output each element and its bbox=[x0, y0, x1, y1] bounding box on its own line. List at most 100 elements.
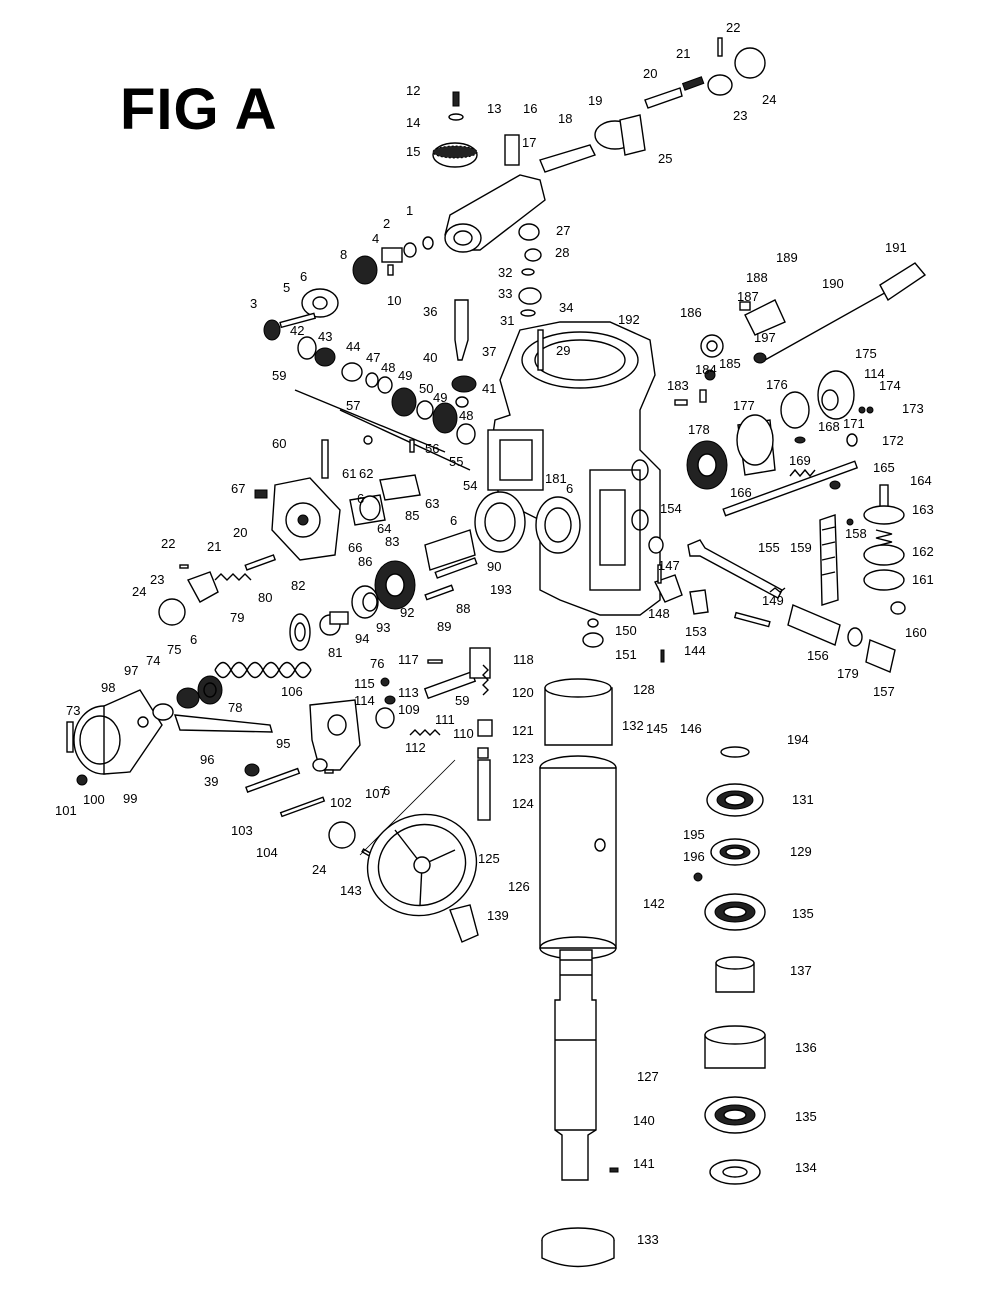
callout-c73: 73 bbox=[66, 703, 80, 718]
callout-c135a: 135 bbox=[792, 906, 814, 921]
depth-stop-parts bbox=[819, 484, 906, 615]
callout-c31: 31 bbox=[500, 313, 514, 328]
clock-spring-assembly bbox=[214, 611, 349, 679]
callout-c147: 147 bbox=[658, 558, 680, 573]
callout-c22b: 22 bbox=[161, 536, 175, 551]
callout-c8: 8 bbox=[340, 247, 347, 262]
callout-c112: 112 bbox=[405, 740, 426, 755]
callout-c133: 133 bbox=[637, 1232, 659, 1247]
callout-c21a: 21 bbox=[676, 46, 690, 61]
callout-c106: 106 bbox=[281, 684, 303, 699]
callout-c174: 174 bbox=[879, 378, 901, 393]
callout-c83: 83 bbox=[385, 534, 399, 549]
callout-c24b: 24 bbox=[132, 584, 146, 599]
callout-c59a: 59 bbox=[272, 368, 286, 383]
callout-c2: 2 bbox=[383, 216, 390, 231]
callout-c6f: 6 bbox=[566, 481, 573, 496]
callout-c41: 41 bbox=[482, 381, 496, 396]
pins-and-ball bbox=[244, 763, 379, 861]
callout-c158: 158 bbox=[845, 526, 867, 541]
callout-c196: 196 bbox=[683, 849, 705, 864]
callout-c89: 89 bbox=[437, 619, 451, 634]
callout-c75: 75 bbox=[167, 642, 181, 657]
callout-c176: 176 bbox=[766, 377, 788, 392]
callout-c13: 13 bbox=[487, 101, 501, 116]
callout-c82: 82 bbox=[291, 578, 305, 593]
callout-c175: 175 bbox=[855, 346, 877, 361]
callout-c15: 15 bbox=[406, 144, 420, 159]
lever-assembly bbox=[359, 647, 493, 856]
callout-c93: 93 bbox=[376, 620, 390, 635]
callout-c100: 100 bbox=[83, 792, 105, 807]
callout-c120: 120 bbox=[512, 685, 534, 700]
callout-c49a: 49 bbox=[398, 368, 412, 383]
callout-c61: 61 bbox=[342, 466, 356, 481]
callout-c127: 127 bbox=[637, 1069, 659, 1084]
callout-c190: 190 bbox=[822, 276, 844, 291]
callout-c78: 78 bbox=[228, 700, 242, 715]
callout-c6e: 6 bbox=[383, 783, 390, 798]
callout-c20a: 20 bbox=[643, 66, 657, 81]
callout-c67: 67 bbox=[231, 481, 245, 496]
callout-c76: 76 bbox=[370, 656, 384, 671]
callout-c125: 125 bbox=[478, 851, 500, 866]
callout-c151: 151 bbox=[615, 647, 637, 662]
callout-c153: 153 bbox=[685, 624, 707, 639]
callout-c28: 28 bbox=[555, 245, 569, 260]
callout-c186: 186 bbox=[680, 305, 702, 320]
callout-c25: 25 bbox=[658, 151, 672, 166]
callout-c80: 80 bbox=[258, 590, 272, 605]
top-shaft-assembly bbox=[539, 37, 766, 173]
callout-c142: 142 bbox=[643, 896, 665, 911]
callout-c32: 32 bbox=[498, 265, 512, 280]
callout-c117: 117 bbox=[398, 652, 419, 667]
callout-c50: 50 bbox=[419, 381, 433, 396]
callout-c184: 184 bbox=[695, 362, 717, 377]
callout-c111: 111 bbox=[435, 712, 455, 727]
callout-c42: 42 bbox=[290, 323, 304, 338]
figure-title: FIG A bbox=[120, 77, 278, 142]
callout-c64: 64 bbox=[377, 521, 391, 536]
callout-c113: 113 bbox=[398, 685, 419, 700]
callout-c63: 63 bbox=[425, 496, 439, 511]
spindle-upper-parts bbox=[451, 223, 544, 408]
callout-c12: 12 bbox=[406, 83, 420, 98]
callout-c23b: 23 bbox=[150, 572, 164, 587]
callout-c40: 40 bbox=[423, 350, 437, 365]
callout-c148: 148 bbox=[648, 606, 670, 621]
callout-labels: 1234568101213141516171819202122232425272… bbox=[55, 20, 934, 1247]
callout-c24c: 24 bbox=[312, 862, 326, 877]
callout-c22a: 22 bbox=[726, 20, 740, 35]
callout-c194: 194 bbox=[787, 732, 809, 747]
callout-c187: 187 bbox=[737, 289, 759, 304]
callout-c189: 189 bbox=[776, 250, 798, 265]
callout-c128: 128 bbox=[633, 682, 655, 697]
callout-c165: 165 bbox=[873, 460, 895, 475]
callout-c140: 140 bbox=[633, 1113, 655, 1128]
callout-c109: 109 bbox=[398, 702, 420, 717]
callout-c88: 88 bbox=[456, 601, 470, 616]
callout-c6d: 6 bbox=[190, 632, 197, 647]
callout-c92: 92 bbox=[400, 605, 414, 620]
callout-c97: 97 bbox=[124, 663, 138, 678]
callout-c183: 183 bbox=[667, 378, 689, 393]
callout-c114: 114 bbox=[354, 693, 375, 708]
callout-c146: 146 bbox=[680, 721, 702, 736]
callout-c57: 57 bbox=[346, 398, 360, 413]
callout-c14: 14 bbox=[406, 115, 420, 130]
callout-c10: 10 bbox=[387, 293, 401, 308]
callout-c139: 139 bbox=[487, 908, 509, 923]
callout-c181: 181 bbox=[545, 471, 567, 486]
callout-c123: 123 bbox=[512, 751, 534, 766]
callout-c23a: 23 bbox=[733, 108, 747, 123]
callout-c81: 81 bbox=[328, 645, 342, 660]
callout-c36: 36 bbox=[423, 304, 437, 319]
callout-c172: 172 bbox=[882, 433, 904, 448]
callout-c90: 90 bbox=[487, 559, 501, 574]
callout-c48a: 48 bbox=[381, 360, 395, 375]
callout-c4: 4 bbox=[372, 231, 379, 246]
callout-c191: 191 bbox=[885, 240, 907, 255]
callout-c129: 129 bbox=[790, 844, 812, 859]
callout-c95: 95 bbox=[276, 736, 290, 751]
